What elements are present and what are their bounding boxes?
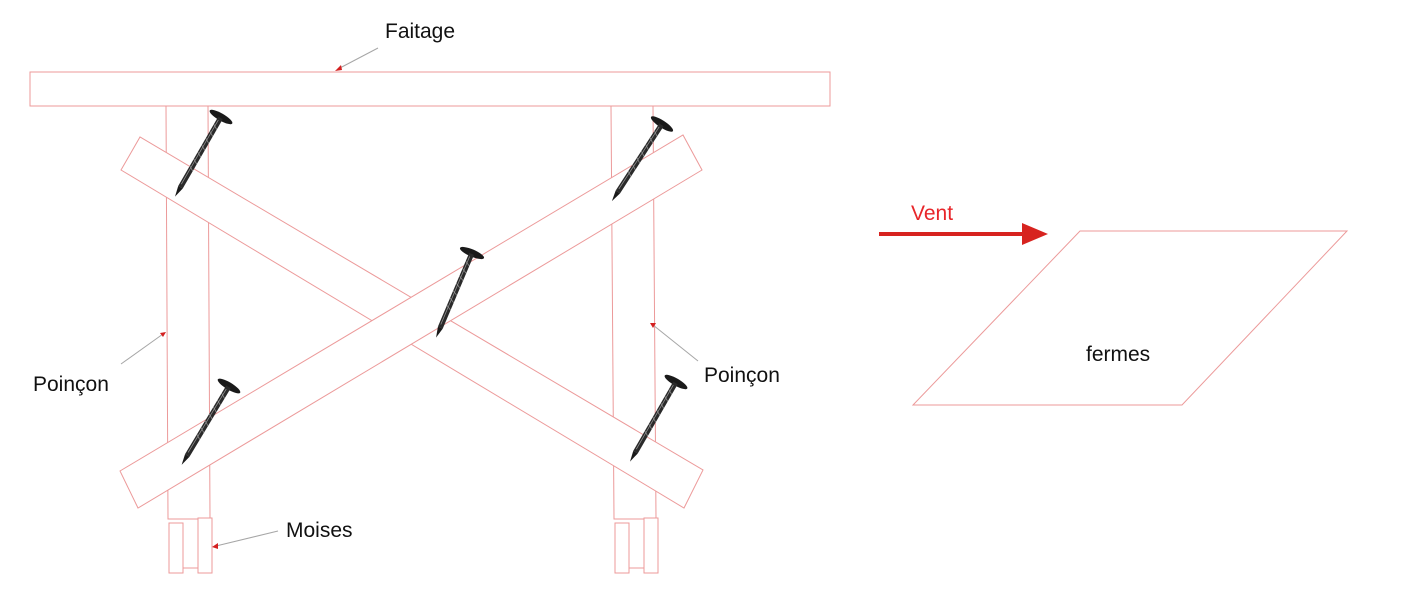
vent-label: Vent <box>911 202 953 225</box>
poincon-right-leader <box>650 323 699 362</box>
fermes-plane <box>911 230 1349 406</box>
faitage-leader <box>335 47 379 71</box>
faitage-label: Faitage <box>385 20 455 43</box>
brace-ascending <box>119 134 703 509</box>
poincon-left-label: Poinçon <box>33 373 109 396</box>
fermes-label: fermes <box>1086 343 1150 366</box>
moises-label: Moises <box>286 519 353 542</box>
moises-leader <box>212 530 279 549</box>
poincon-right-label: Poinçon <box>704 364 780 387</box>
faitage-beam <box>29 71 831 107</box>
wind-arrow-icon <box>879 223 1048 245</box>
poincon-left-leader <box>120 332 166 365</box>
